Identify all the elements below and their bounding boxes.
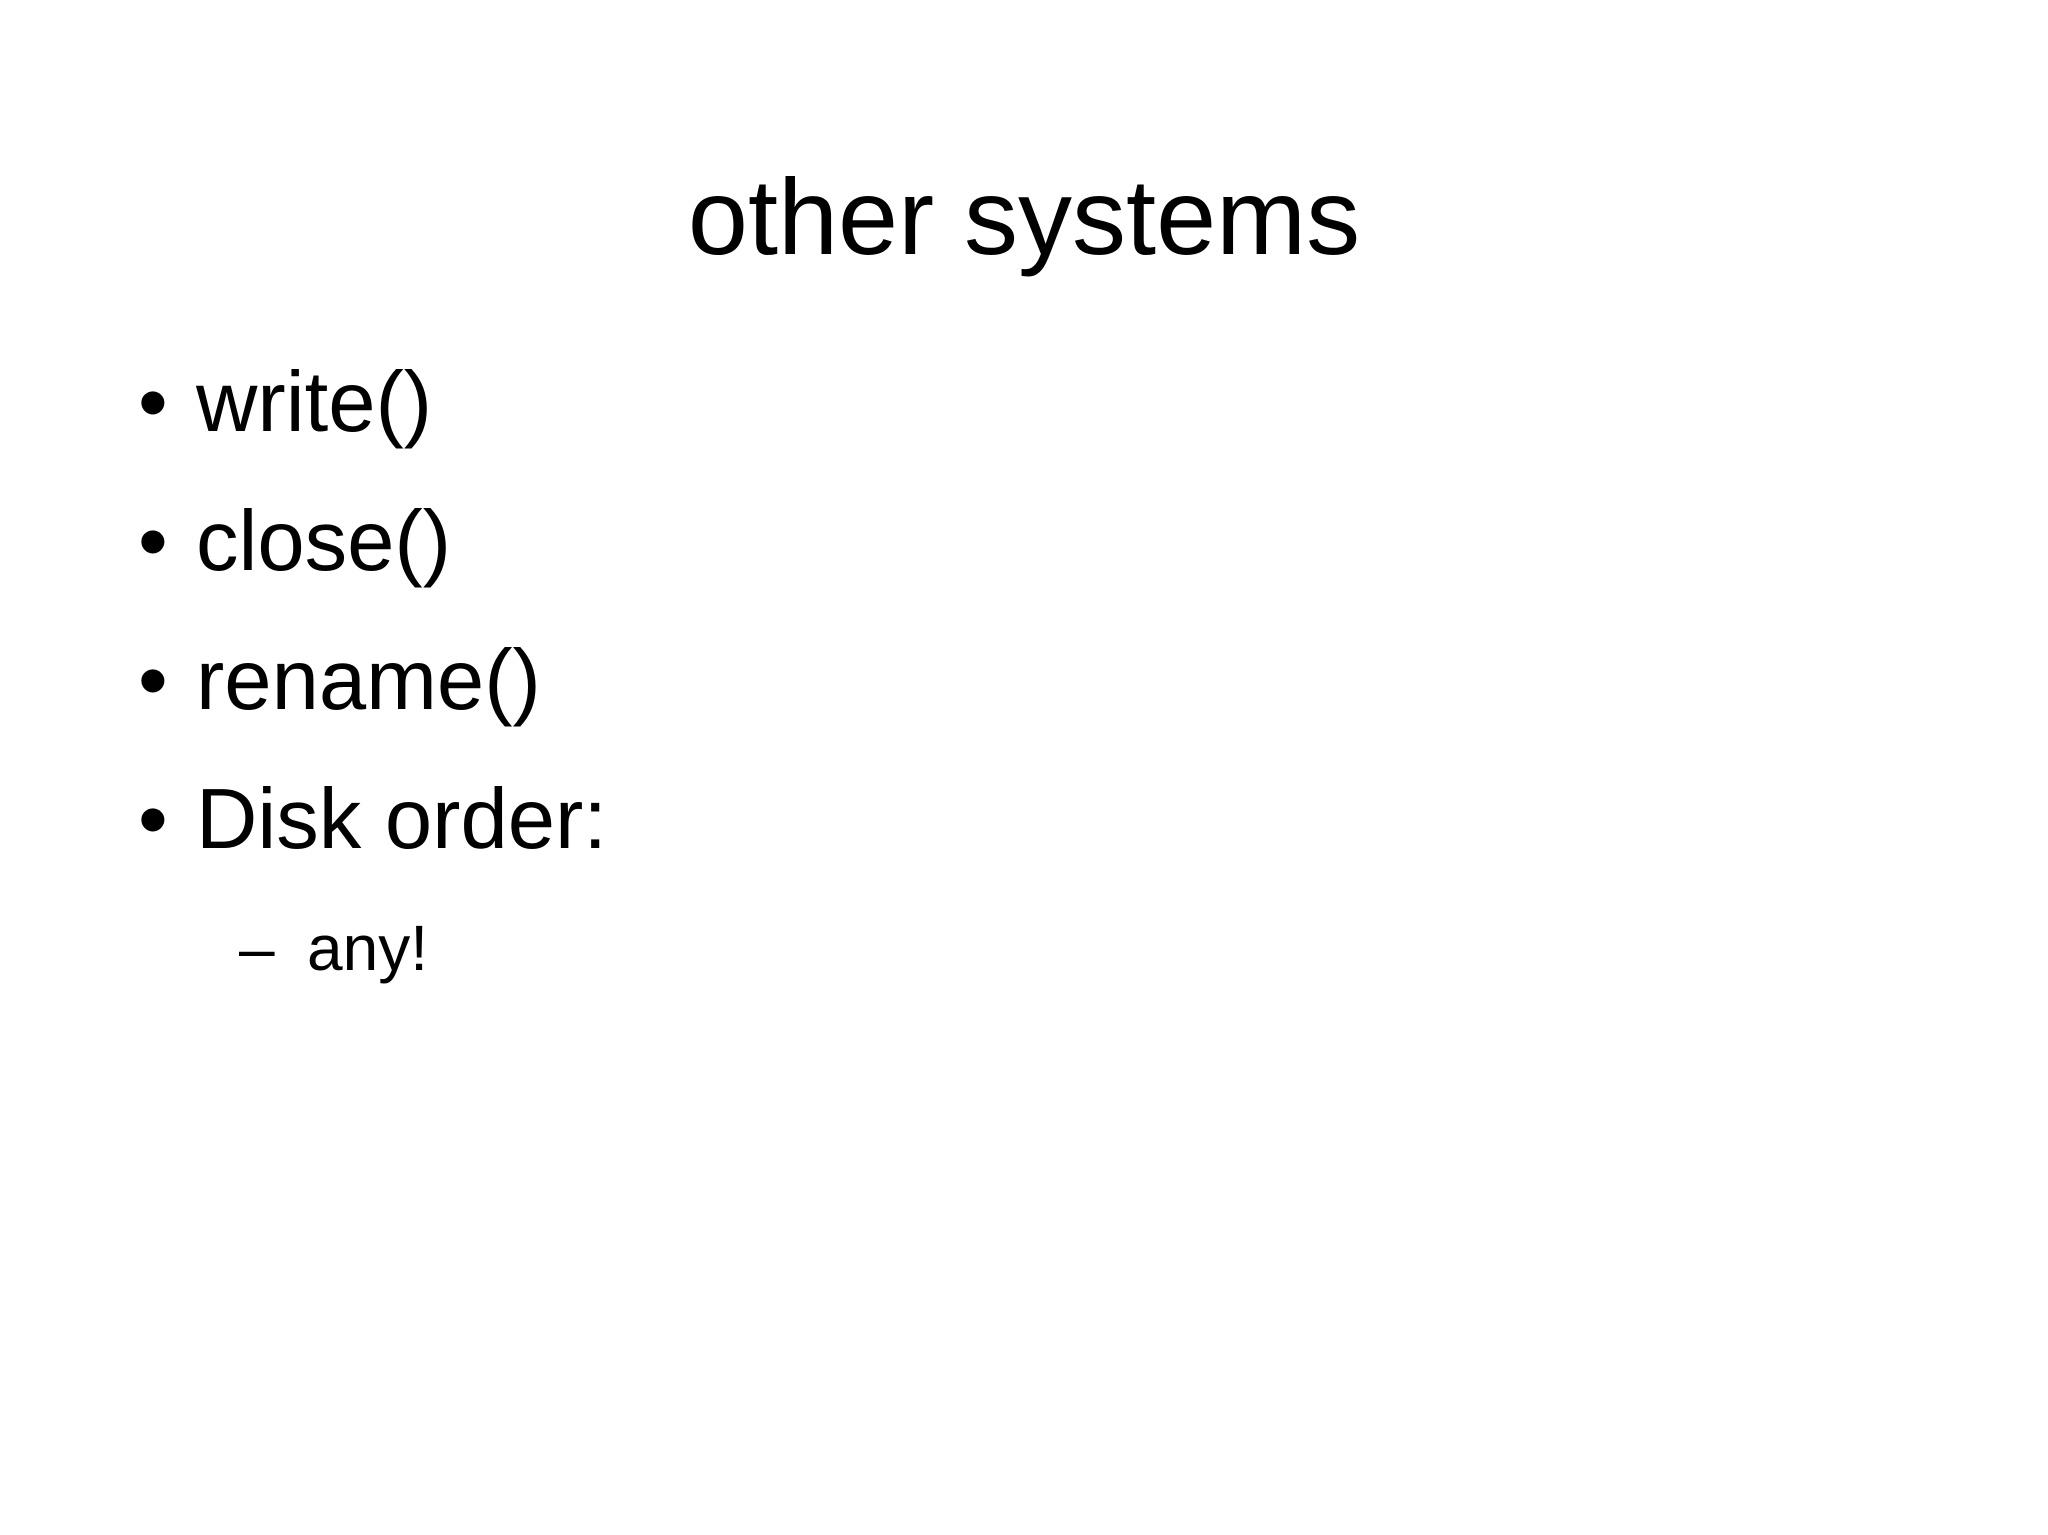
bullet-dot-icon: •	[138, 494, 168, 589]
sub-bullet-item: – any!	[239, 916, 1948, 980]
slide-title: other systems	[687, 156, 1361, 278]
bullet-item: • rename()	[138, 638, 1948, 723]
bullet-dot-icon: •	[138, 355, 168, 450]
bullet-text: Disk order:	[196, 772, 607, 867]
bullet-text: close()	[196, 494, 452, 589]
bullet-text: write()	[196, 355, 433, 450]
bullet-item: • Disk order:	[138, 777, 1948, 862]
bullet-text: rename()	[196, 633, 541, 728]
bullet-list: • write() • close() • rename() • Disk or…	[138, 360, 1948, 1034]
bullet-dot-icon: •	[138, 633, 168, 728]
dash-marker-icon: –	[239, 912, 275, 984]
bullet-item: • close()	[138, 499, 1948, 584]
sub-bullet-text: any!	[307, 912, 428, 984]
bullet-dot-icon: •	[138, 772, 168, 867]
bullet-item: • write()	[138, 360, 1948, 445]
